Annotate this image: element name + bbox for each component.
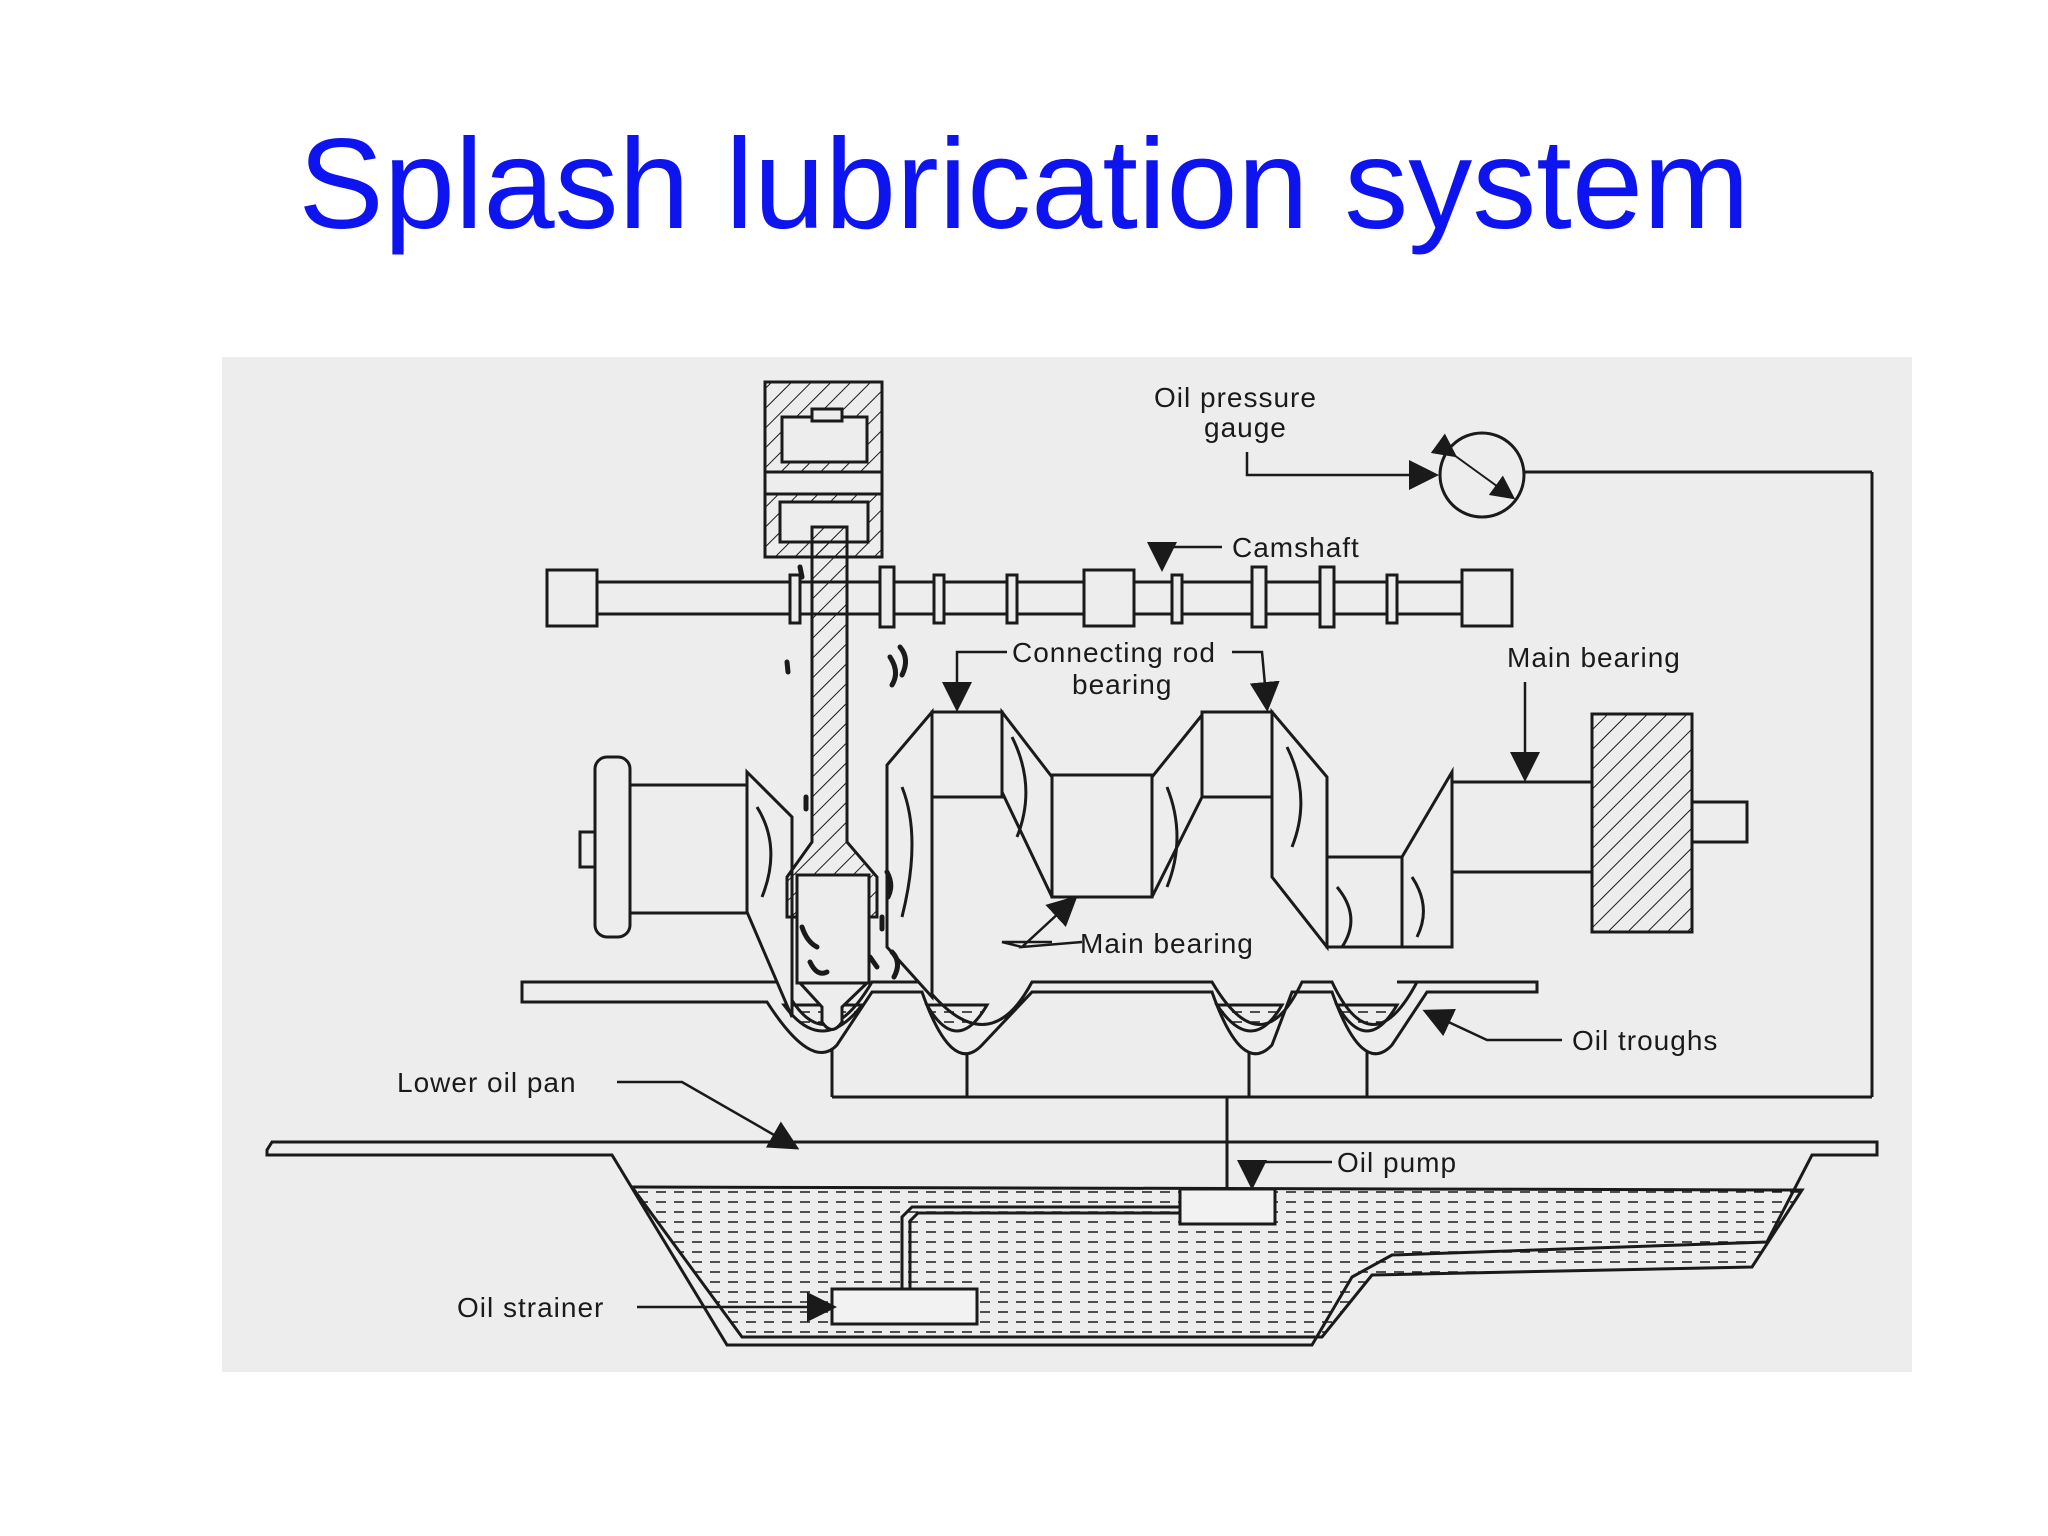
label-oil-pressure-gauge-1: Oil pressure	[1154, 382, 1317, 413]
crankshaft	[578, 707, 1749, 1018]
slide-title: Splash lubrication system	[298, 113, 1750, 256]
label-connecting-rod-bearing-1: Connecting rod	[1012, 637, 1216, 668]
label-oil-troughs: Oil troughs	[1572, 1025, 1718, 1056]
oil-pump	[1178, 1097, 1277, 1226]
oil-troughs	[520, 980, 1539, 1056]
connecting-rod	[785, 525, 879, 1031]
oil-splashes	[784, 564, 908, 980]
label-oil-strainer: Oil strainer	[457, 1292, 604, 1323]
label-main-bearing-bottom: Main bearing	[1080, 928, 1254, 959]
leader-lines	[617, 452, 1562, 1322]
label-oil-pressure-gauge-2: gauge	[1204, 412, 1287, 443]
camshaft	[545, 565, 1514, 629]
oil-pressure-gauge	[1430, 431, 1526, 519]
label-lower-oil-pan: Lower oil pan	[397, 1067, 577, 1098]
label-connecting-rod-bearing-2: bearing	[1072, 669, 1172, 700]
label-main-bearing-right: Main bearing	[1507, 642, 1681, 673]
label-oil-pump: Oil pump	[1337, 1147, 1457, 1178]
oil-strainer	[830, 1205, 1180, 1326]
label-camshaft: Camshaft	[1232, 532, 1360, 563]
lubrication-diagram: Oil pressure gauge Camshaft Connecting r…	[222, 357, 1912, 1372]
